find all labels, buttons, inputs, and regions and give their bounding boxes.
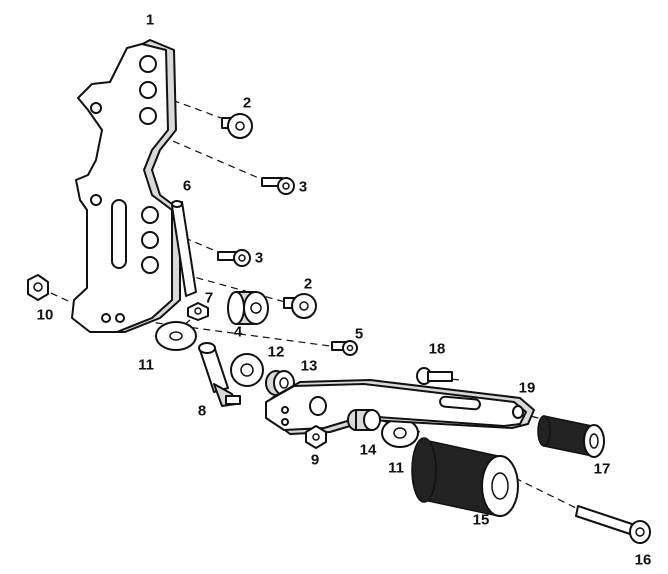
callout-4: 4: [233, 323, 243, 341]
rod-end: [198, 342, 241, 407]
callout-8: 8: [197, 402, 207, 420]
callout-10: 10: [36, 306, 54, 324]
callout-3: 3: [254, 249, 264, 267]
washer: [155, 321, 197, 351]
hex-nut: [27, 274, 49, 301]
callout-19: 19: [518, 379, 536, 397]
lever-bolt: [416, 367, 453, 385]
rubber-grip-small: [537, 415, 605, 458]
footpeg-lever: [265, 379, 535, 435]
callout-5: 5: [354, 325, 364, 343]
callout-14: 14: [359, 441, 377, 459]
callout-16: 16: [634, 551, 652, 569]
callout-7: 7: [204, 289, 214, 307]
socket-cap-screw-small: [331, 340, 358, 356]
callout-11: 11: [388, 459, 404, 477]
bracket-plate: [71, 39, 181, 333]
long-bolt: [575, 505, 651, 544]
button-head-bolt: [283, 293, 317, 319]
callout-2: 2: [303, 275, 313, 293]
socket-cap-screw: [261, 177, 295, 195]
button-head-bolt: [221, 113, 253, 139]
rubber-grip-large: [411, 437, 519, 517]
lever-spacer: [347, 409, 381, 431]
callout-3: 3: [298, 178, 308, 196]
callout-9: 9: [310, 451, 320, 469]
callout-2: 2: [242, 94, 252, 112]
washer-large: [230, 353, 264, 387]
callout-13: 13: [300, 357, 318, 375]
small-nut: [187, 302, 209, 321]
spacer: [227, 291, 269, 325]
callout-6: 6: [182, 177, 192, 195]
callout-18: 18: [428, 340, 446, 358]
callout-1: 1: [145, 11, 155, 29]
lever-nut: [305, 425, 327, 449]
callout-12: 12: [267, 343, 285, 361]
callout-17: 17: [593, 460, 611, 478]
pin: [171, 200, 197, 297]
callout-15: 15: [472, 511, 490, 529]
socket-cap-screw: [217, 249, 251, 267]
callout-11: 11: [138, 356, 154, 374]
